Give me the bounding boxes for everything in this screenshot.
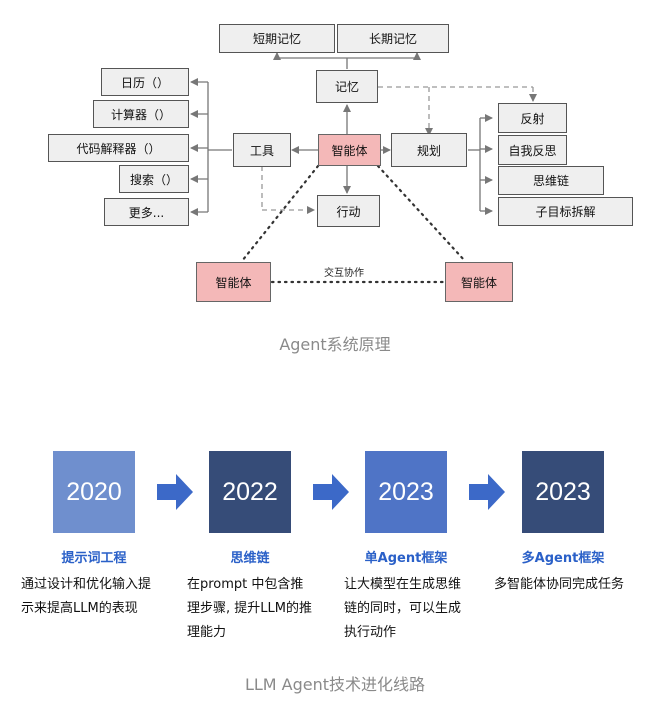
plan-chain-of-thought-box: 思维链 (498, 166, 604, 195)
tool-calculator-box: 计算器（） (93, 100, 189, 128)
tool-more-box: 更多... (104, 198, 189, 226)
roadmap-arrow-3 (469, 474, 505, 510)
roadmap-arrow-1 (157, 474, 193, 510)
stage-1-desc: 通过设计和优化输入提 示来提高LLM的表现 (21, 577, 152, 616)
memory-box: 记忆 (316, 70, 378, 103)
agent-center-box: 智能体 (318, 134, 381, 166)
tool-search-box: 搜索（） (119, 165, 189, 193)
agent-right-box: 智能体 (445, 262, 513, 302)
short-term-memory-box: 短期记忆 (219, 24, 335, 53)
tool-calendar-box: 日历（） (101, 68, 189, 96)
stage-3-year: 2023 (365, 451, 447, 533)
stage-3-title: 单Agent框架 (364, 551, 448, 566)
interaction-label: 交互协作 (324, 268, 364, 279)
stage-4-year: 2023 (522, 451, 604, 533)
tool-box: 工具 (233, 133, 291, 167)
agent-left-box: 智能体 (196, 262, 271, 302)
roadmap-caption: LLM Agent技术进化线路 (244, 675, 426, 694)
stage-3-desc: 让大模型在生成思维 链的同时，可以生成 执行动作 (344, 577, 462, 640)
stage-2-year: 2022 (209, 451, 291, 533)
stage-1-title: 提示词工程 (61, 551, 127, 566)
planning-box: 规划 (391, 133, 467, 167)
long-term-memory-box: 长期记忆 (337, 24, 449, 53)
stage-2-desc: 在prompt 中包含推 理步骤, 提升LLM的推 理能力 (187, 577, 312, 640)
stage-4-title: 多Agent框架 (521, 551, 605, 566)
roadmap-arrow-2 (313, 474, 349, 510)
plan-subgoal-decomposition-box: 子目标拆解 (498, 197, 633, 226)
action-box: 行动 (317, 195, 380, 227)
stage-1-year: 2020 (53, 451, 135, 533)
stage-4-desc: 多智能体协同完成任务 (494, 577, 625, 592)
plan-self-reflection-box: 自我反思 (498, 135, 567, 165)
plan-reflection-box: 反射 (498, 103, 567, 133)
stage-2-title: 思维链 (230, 551, 270, 566)
tool-code-interpreter-box: 代码解释器（） (48, 134, 189, 162)
diagram-caption: Agent系统原理 (279, 335, 391, 354)
